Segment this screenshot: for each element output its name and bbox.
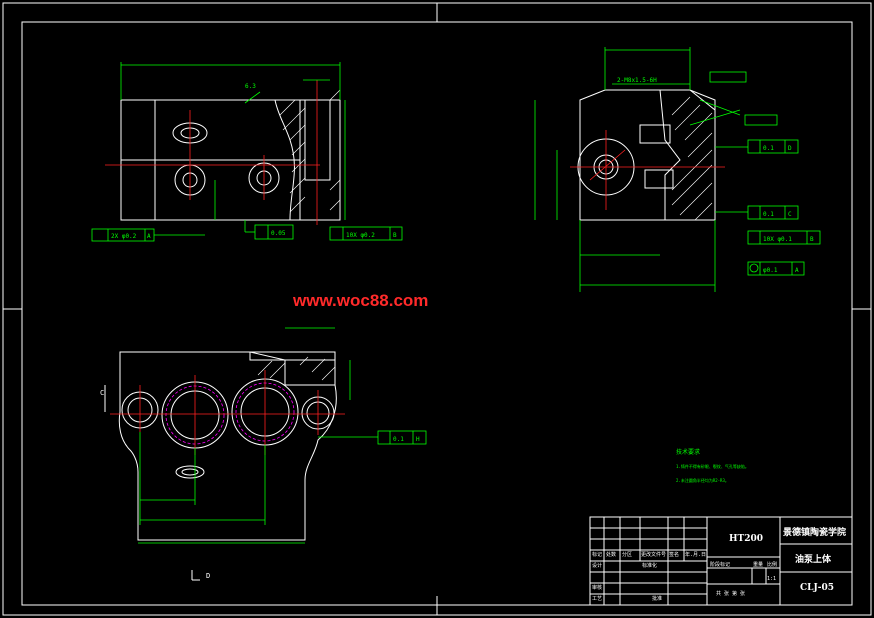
part-name: 油泵上体 <box>795 553 832 565</box>
tol-pos2-text: 10X φ0.1 <box>763 236 792 243</box>
datum-a-text: A <box>147 233 151 240</box>
tol-conc-text: φ0.1 <box>763 267 778 274</box>
tol-frame-pos2 <box>747 230 821 245</box>
tol-frame-conc <box>747 261 805 276</box>
svg-text:分区: 分区 <box>622 551 632 558</box>
datum-b-text: B <box>393 232 397 239</box>
svg-text:设计: 设计 <box>592 562 602 569</box>
svg-text:A: A <box>795 267 799 274</box>
watermark-text: www.woc88.com <box>292 291 428 310</box>
svg-text:审核: 审核 <box>592 584 602 591</box>
school-name: 景德镇陶瓷学院 <box>783 526 846 538</box>
scale-value: 1:1 <box>767 576 776 582</box>
svg-text:阶段标记: 阶段标记 <box>710 561 730 568</box>
svg-text:签名: 签名 <box>669 551 679 558</box>
material-text: HT200 <box>729 534 763 544</box>
tol-par-text: 0.1 <box>763 211 774 218</box>
thread-note: 2-M8x1.5-6H <box>617 77 657 84</box>
roughness-value: 6.3 <box>245 83 256 90</box>
svg-text:标记: 标记 <box>592 551 602 558</box>
tol-flat-text: 0.05 <box>271 230 286 237</box>
section-label: C <box>100 389 104 397</box>
tol-frame-par <box>747 205 799 220</box>
svg-text:更改文件号: 更改文件号 <box>641 551 666 558</box>
datum-b2-text: B <box>810 236 814 243</box>
svg-text:标准化: 标准化 <box>642 562 657 569</box>
svg-text:处数: 处数 <box>606 551 616 558</box>
front-view: 6.3 2X φ0.2 A 0.05 10X φ0.2 B <box>91 62 403 242</box>
inner-frame <box>21 21 853 606</box>
tol-perp-text: 10X φ0.2 <box>346 232 375 239</box>
tol-frame-sym <box>747 139 799 154</box>
tol-frame-perp <box>329 226 403 241</box>
tol-sym-text: 0.1 <box>763 145 774 152</box>
svg-text:年.月.日: 年.月.日 <box>685 551 706 558</box>
tol-frame-perp3 <box>377 430 427 445</box>
side-view: 2-M8x1.5-6H 0.1 D 0.1 C 10X φ0.1 B φ0.1 … <box>534 47 821 292</box>
tech-notes-title: 技术要求 <box>676 448 700 456</box>
datum-d-text: D <box>788 145 792 152</box>
datum-h-text: H <box>416 436 420 443</box>
plan-view: C 0.1 H D <box>100 327 427 581</box>
svg-text:比例: 比例 <box>767 561 777 568</box>
svg-text:工艺: 工艺 <box>592 596 602 602</box>
tech-note-2: 2.未注圆角半径均为R2-R3。 <box>676 477 729 483</box>
svg-text:重量: 重量 <box>753 561 763 568</box>
tech-note-1: 1.铸件不得有砂眼、裂纹、气孔等缺陷。 <box>676 463 749 469</box>
corner-label: D <box>206 572 210 580</box>
svg-text:批准: 批准 <box>652 595 662 602</box>
drawing-number: CLJ-05 <box>800 583 834 593</box>
title-block: HT200 景德镇陶瓷学院 油泵上体 CLJ-05 标记 处数 分区 更改文件号… <box>589 516 853 606</box>
sheet-label: 共 张 第 张 <box>716 590 745 597</box>
tol-position-text: 2X φ0.2 <box>111 233 137 240</box>
datum-c-text: C <box>788 211 792 218</box>
tol-perp3-text: 0.1 <box>393 436 404 443</box>
